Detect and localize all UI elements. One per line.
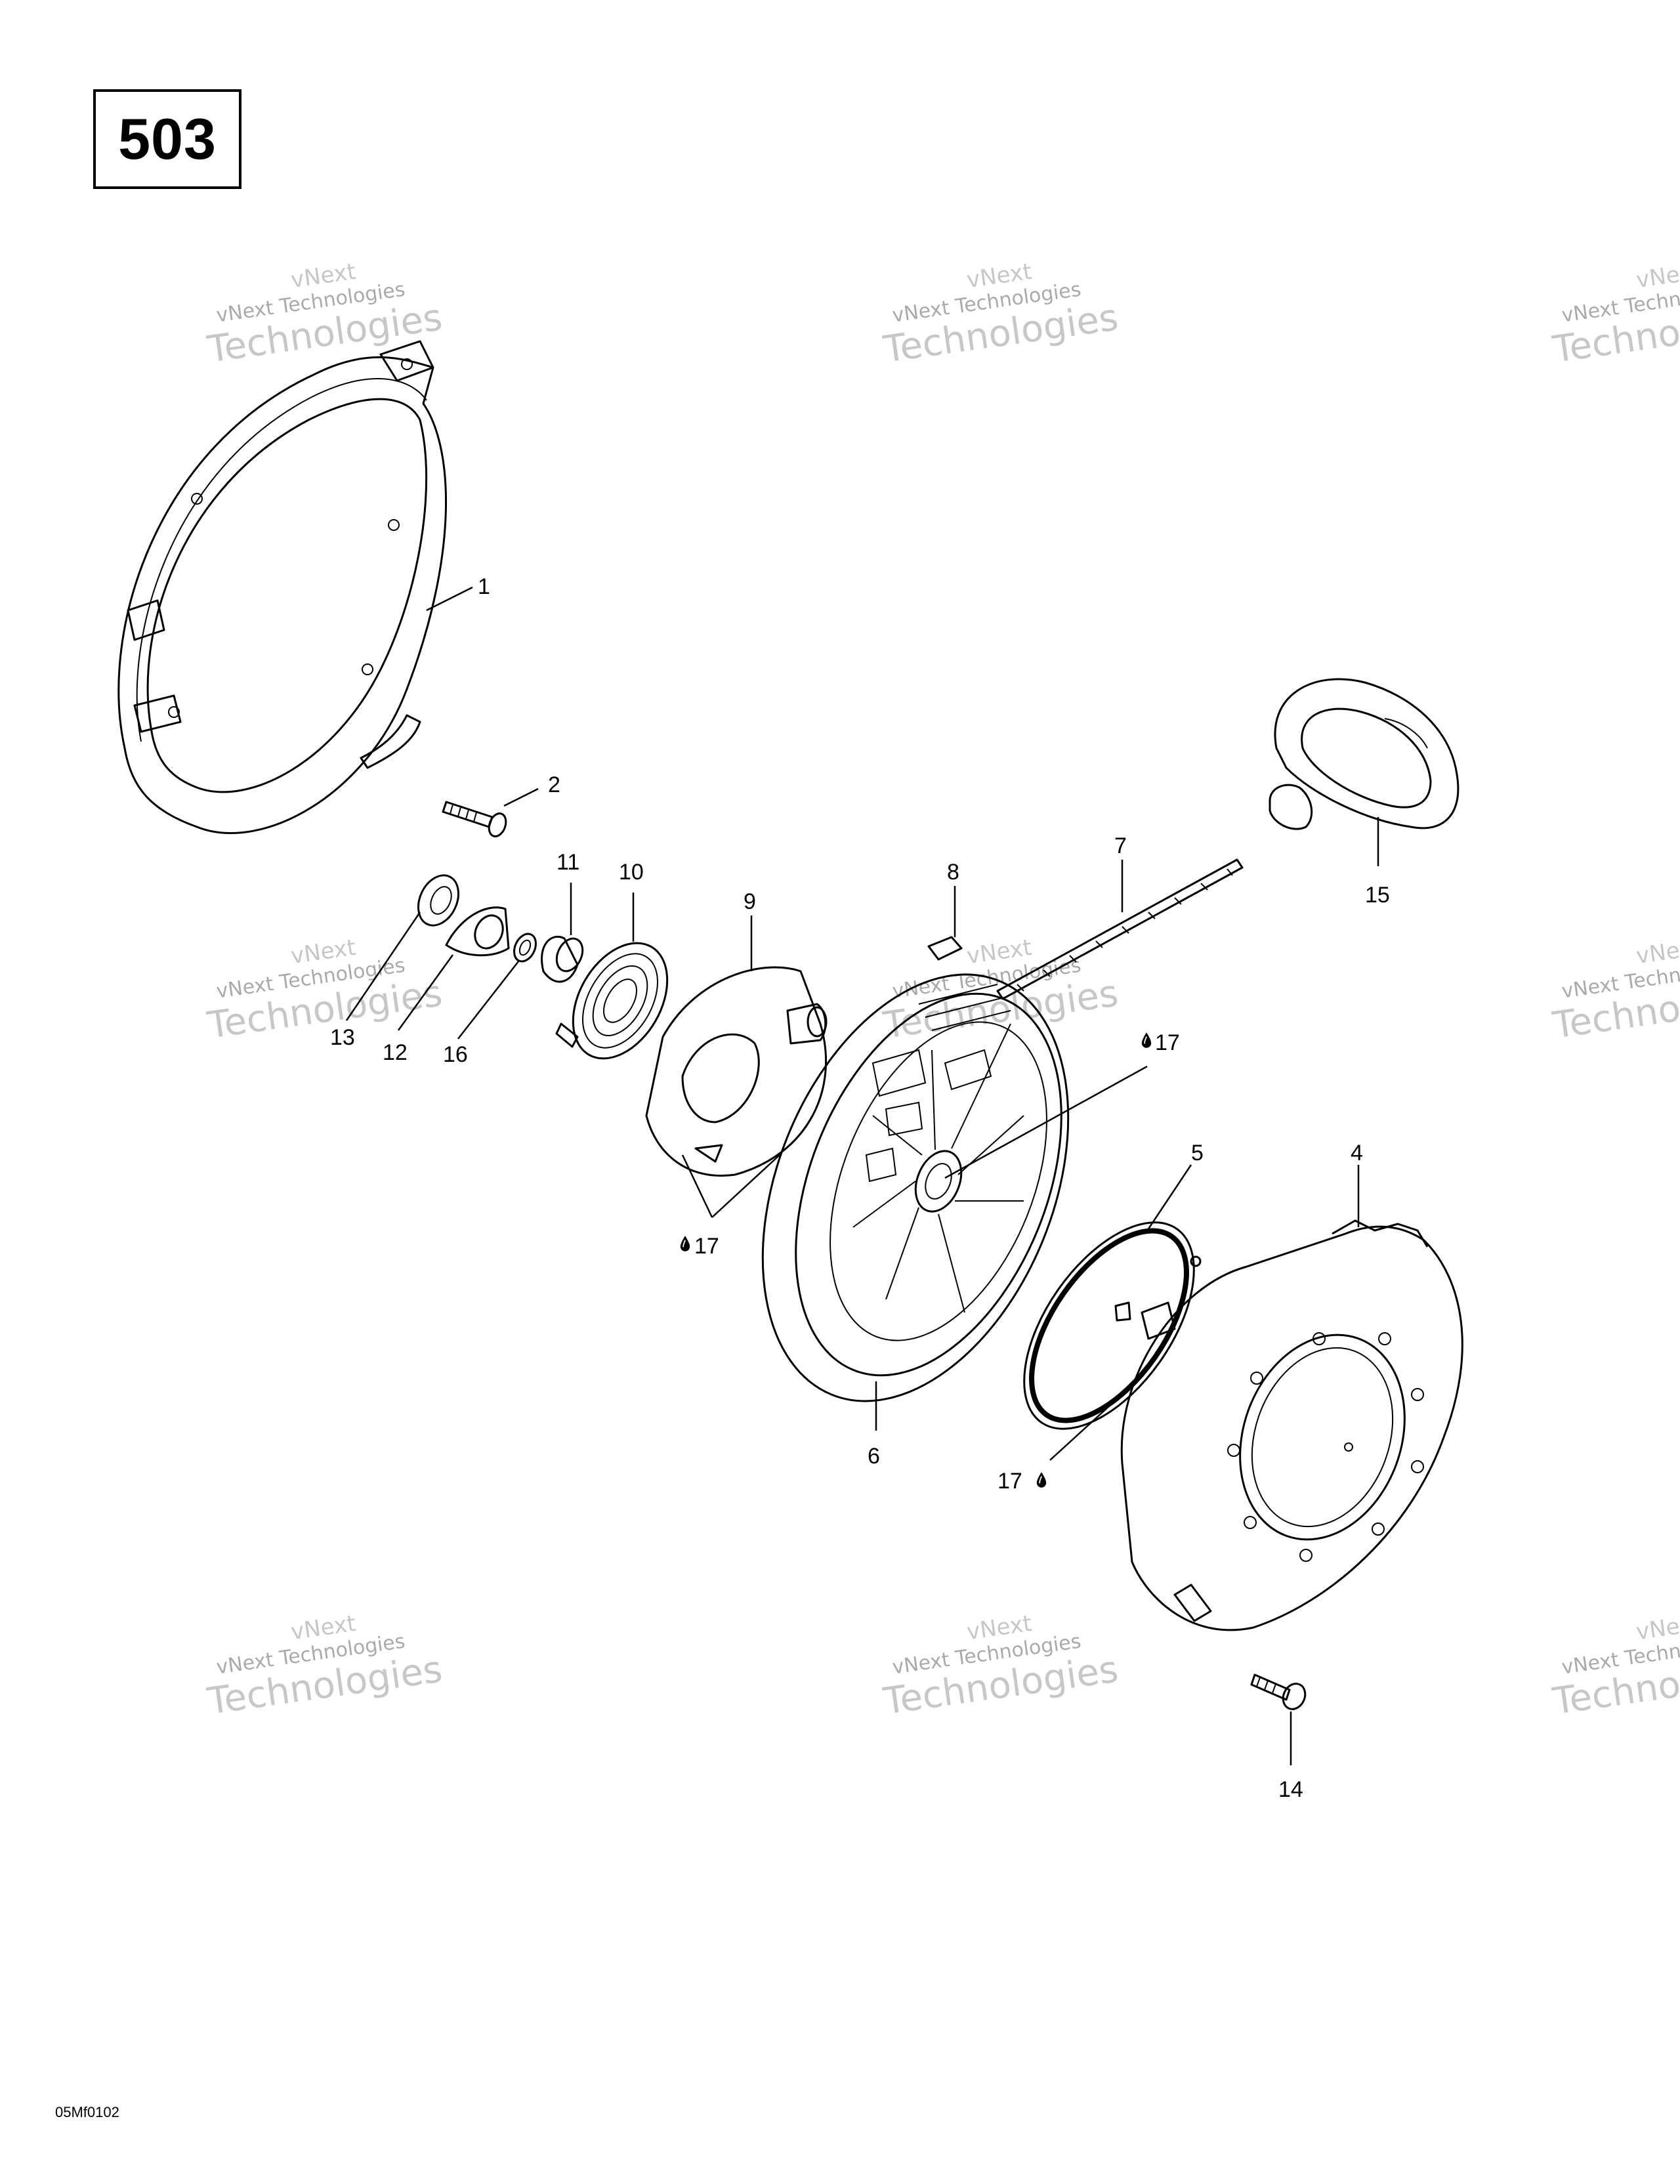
part-2-screw [442, 801, 507, 837]
callout-14: 14 [1278, 1777, 1303, 1802]
part-12-plate [445, 906, 510, 957]
callout-labels: 1 2 4 5 6 7 8 9 10 11 12 13 14 15 16 17 … [330, 574, 1390, 1802]
callout-7: 7 [1114, 833, 1127, 858]
figure-reference-code: 05Mf0102 [55, 2104, 119, 2120]
part-9-cam-housing [645, 966, 828, 1177]
part-4-starter-cover [1120, 1219, 1463, 1631]
callout-9: 9 [744, 889, 756, 914]
callout-12: 12 [383, 1040, 408, 1065]
part-13-cap [417, 874, 459, 927]
part-11-bushing [541, 936, 584, 983]
callout-6: 6 [868, 1444, 880, 1469]
part-14-screw [1250, 1673, 1307, 1710]
part-7-rope [996, 858, 1244, 1000]
part-10-recoil-spring [555, 942, 669, 1060]
callout-17: 17 [998, 1469, 1022, 1494]
part-6-pulley [761, 973, 1070, 1402]
callout-10: 10 [619, 860, 644, 885]
oil-drop-icon [1141, 1032, 1152, 1049]
page-number: 503 [118, 106, 217, 171]
callout-11: 11 [556, 850, 579, 875]
callout-16: 16 [443, 1042, 468, 1067]
part-15-handle [1269, 678, 1460, 830]
callout-15: 15 [1365, 883, 1390, 908]
callout-1: 1 [478, 574, 490, 599]
callout-17: 17 [694, 1234, 719, 1259]
oil-drop-icon [1036, 1471, 1047, 1488]
callout-5: 5 [1191, 1141, 1204, 1166]
leader-lines [345, 586, 1379, 1765]
callout-8: 8 [947, 860, 959, 885]
callout-4: 4 [1351, 1141, 1363, 1166]
part-5-spring-ring [1023, 1221, 1202, 1430]
oil-drop-icon [679, 1235, 691, 1252]
callout-13: 13 [330, 1025, 355, 1050]
callout-2: 2 [548, 772, 560, 797]
page-number-box: 503 [93, 89, 242, 189]
part-8-pawl [927, 936, 963, 961]
part-16-ring [513, 933, 537, 963]
callout-17: 17 [1155, 1030, 1180, 1055]
part-1-housing-ring [117, 340, 448, 834]
